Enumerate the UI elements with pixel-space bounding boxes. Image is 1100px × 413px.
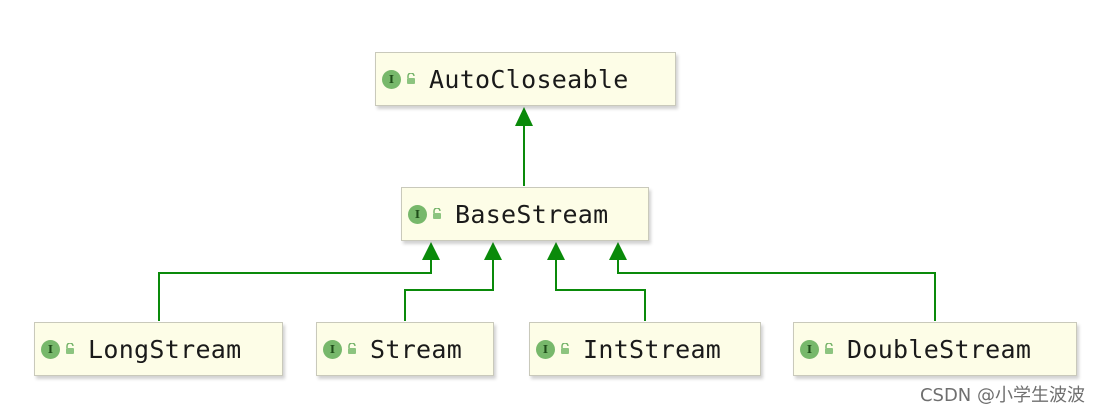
edge-intstream-to-basestream	[555, 257, 646, 321]
unlock-icon	[348, 343, 356, 354]
edge-longstream-to-basestream	[158, 257, 432, 321]
node-basestream[interactable]: I BaseStream	[401, 187, 649, 241]
node-intstream[interactable]: I IntStream	[529, 322, 761, 376]
arrowhead-basestream-2	[484, 242, 502, 260]
edge-stream-to-basestream	[404, 257, 494, 321]
interface-icon: I	[408, 204, 427, 224]
unlock-icon	[407, 73, 415, 84]
node-label: AutoCloseable	[429, 64, 629, 94]
node-doublestream[interactable]: I DoubleStream	[793, 322, 1077, 376]
arrowhead-basestream-1	[422, 242, 440, 260]
unlock-icon	[825, 343, 833, 354]
node-label: Stream	[370, 334, 463, 364]
arrowhead-basestream-4	[609, 242, 627, 260]
node-label: IntStream	[583, 334, 722, 364]
unlock-icon	[66, 343, 74, 354]
interface-icon: I	[536, 339, 555, 359]
interface-icon: I	[323, 339, 342, 359]
arrowhead-autocloseable	[515, 107, 533, 126]
interface-icon: I	[382, 69, 401, 89]
unlock-icon	[561, 343, 569, 354]
arrowhead-basestream-3	[547, 242, 565, 260]
unlock-icon	[433, 208, 441, 219]
node-stream[interactable]: I Stream	[316, 322, 494, 376]
interface-icon: I	[41, 339, 60, 359]
interface-icon: I	[800, 339, 819, 359]
node-autocloseable[interactable]: I AutoCloseable	[375, 52, 676, 106]
node-label: BaseStream	[455, 199, 609, 229]
node-label: LongStream	[88, 334, 242, 364]
node-label: DoubleStream	[847, 334, 1032, 364]
node-longstream[interactable]: I LongStream	[34, 322, 283, 376]
edge-doublestream-to-basestream	[617, 257, 936, 321]
watermark: CSDN @小学生波波	[919, 385, 1085, 406]
